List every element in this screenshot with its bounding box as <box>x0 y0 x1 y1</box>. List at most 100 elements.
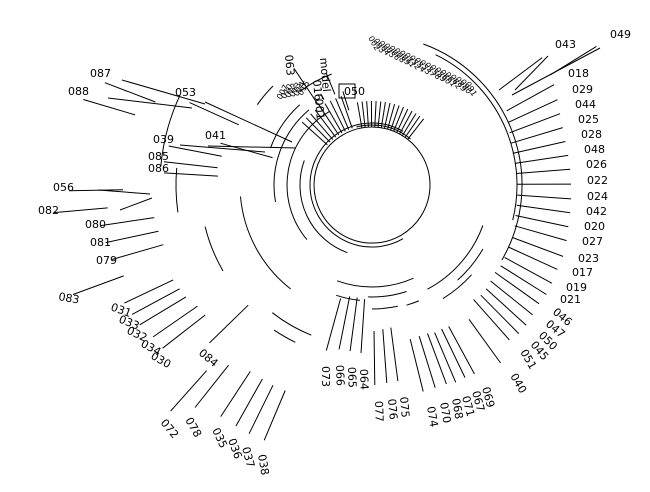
leaf-label: 071 <box>459 394 477 418</box>
dense-branch <box>366 101 369 128</box>
leaf-labels: 0430490180290440250280480260220240420200… <box>38 28 631 476</box>
leaf-branch-41 <box>194 364 229 408</box>
leaf-label: 048 <box>584 143 605 156</box>
leaf-branch-34 <box>349 297 358 352</box>
leaf-label: 018 <box>568 67 589 80</box>
branch-arc-4 <box>442 274 472 300</box>
branch-arc-16 <box>273 109 310 203</box>
leaf-label: 028 <box>581 128 602 141</box>
branch-082 <box>119 197 153 211</box>
dense-branch <box>404 115 421 138</box>
leaf-branch-21 <box>480 294 520 334</box>
dense-branch <box>356 102 363 128</box>
branch-arc-3 <box>457 248 484 281</box>
leaf-branch-16 <box>504 256 553 284</box>
leaf-label: 083 <box>57 290 80 306</box>
branch-arc-15 <box>160 95 181 167</box>
dense-branch <box>301 121 328 146</box>
leaf-branch-29 <box>409 338 424 392</box>
leaf-branch-56 <box>163 161 218 169</box>
leaf-branch-4 <box>509 113 561 134</box>
root-circle <box>313 126 431 244</box>
leaf-branch-42 <box>170 370 207 412</box>
leaf-label: 035 <box>209 426 230 451</box>
branch-arc-9 <box>371 305 398 310</box>
leaf-branch-45 <box>152 305 198 338</box>
leaf-label: 084 <box>196 346 220 369</box>
leaf-branch-61 <box>189 102 240 126</box>
leaf-label: 053 <box>175 86 196 99</box>
leaf-branch-55 <box>163 172 218 177</box>
dense-branch <box>329 100 346 132</box>
leaf-label: 026 <box>586 158 607 171</box>
leaf-branch-10 <box>517 194 572 200</box>
leaf-label: 072 <box>158 417 181 441</box>
leaf-label: 039 <box>153 133 174 146</box>
leaf-label: 043 <box>555 38 576 51</box>
leaf-label: 077 <box>372 401 386 422</box>
leaf-branch-36 <box>325 298 342 351</box>
leaf-label: 042 <box>586 205 607 218</box>
leaf-label: 056 <box>53 181 74 194</box>
leaf-branch-63 <box>325 72 336 95</box>
dense-branch <box>399 110 413 135</box>
leaf-branch-57 <box>168 145 222 157</box>
branch-arc-1 <box>435 54 518 221</box>
dense-branch <box>335 98 350 130</box>
leaf-label: 081 <box>90 236 111 249</box>
dense-branch <box>361 101 366 128</box>
leaf-branch-43 <box>209 304 249 344</box>
leaf-label: 050 <box>344 85 365 98</box>
dense-branch <box>324 103 343 134</box>
leaf-branch-54 <box>68 189 124 192</box>
leaf-branch-26 <box>434 332 457 383</box>
leaf-branch-0 <box>498 57 543 91</box>
leaf-label: 037 <box>239 445 257 469</box>
leaf-branch-13 <box>514 225 567 242</box>
leaf-branch-2 <box>506 84 555 112</box>
branch-arc-22 <box>286 110 330 240</box>
leaf-branch-22 <box>473 299 510 341</box>
leaf-label: model <box>317 57 333 92</box>
leaf-label: 067 <box>469 389 487 413</box>
leaf-branch-53 <box>53 207 108 214</box>
leaf-branch-44 <box>162 314 206 349</box>
leaf-branch-25 <box>441 328 466 378</box>
branch-arc-5 <box>336 277 414 288</box>
leaf-label: 019 <box>566 281 587 294</box>
leaf-label: 074 <box>424 405 440 428</box>
branch-arc-12 <box>240 196 292 290</box>
leaf-branch-31 <box>382 329 388 384</box>
leaf-label: 031 <box>109 301 133 320</box>
leaf-label: 075 <box>397 396 412 418</box>
dense-branch <box>390 105 400 131</box>
leaf-label: 065 <box>345 367 359 388</box>
leaf-branch-51 <box>105 230 159 244</box>
leaf-branch-6 <box>512 141 566 154</box>
branch-arc-24 <box>309 122 404 248</box>
leaf-branch-33 <box>360 299 366 354</box>
leaf-label: 087 <box>90 67 111 80</box>
leaf-branch-60 <box>104 82 156 103</box>
leaf-label: 088 <box>68 85 89 98</box>
leaf-branch-15 <box>508 246 558 270</box>
leaf-label: 073 <box>319 366 332 387</box>
leaf-branch-30 <box>390 327 399 382</box>
leaf-branch-18 <box>494 271 540 305</box>
dense-branch <box>396 108 409 133</box>
leaf-label: 017 <box>572 266 593 279</box>
dense-branch <box>401 113 417 136</box>
branch-041 <box>207 145 297 149</box>
leaf-label: 023 <box>578 252 599 265</box>
leaf-label: 016 <box>310 79 325 101</box>
leaf-label: 024 <box>587 190 608 203</box>
leaf-label: 068 <box>449 397 465 420</box>
leaf-branch-47 <box>131 288 180 315</box>
leaf-branch-17 <box>500 265 547 295</box>
leaf-label: 041 <box>205 129 226 142</box>
leaf-label: 020 <box>584 220 605 233</box>
leaf-branch-14 <box>512 237 564 257</box>
dense-branch <box>393 106 404 132</box>
dendrogram-branches <box>53 43 601 441</box>
branch-arc-10 <box>271 312 312 336</box>
